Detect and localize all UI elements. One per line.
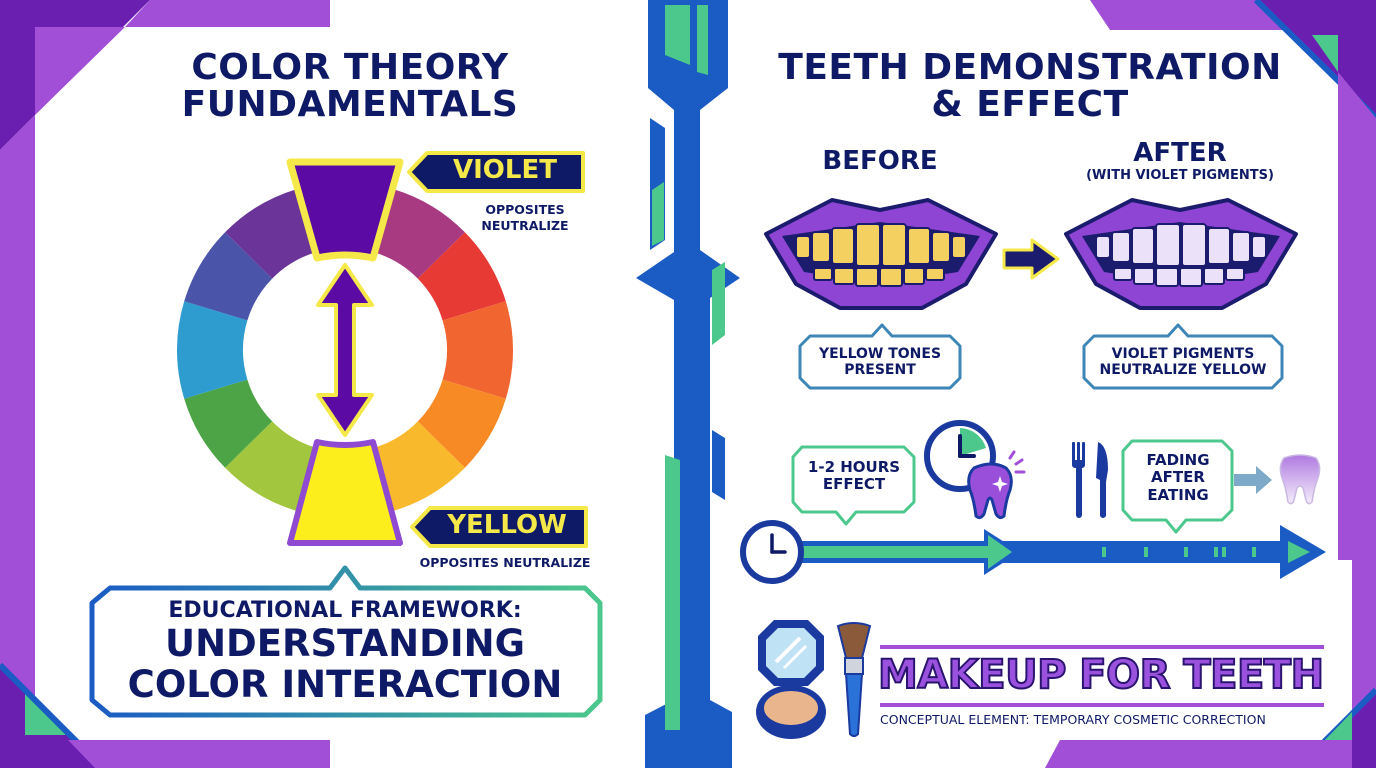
after-bubble-shape	[1082, 323, 1284, 390]
wheel-segment-yellow-orange	[374, 421, 465, 511]
wheel-segment-red-violet	[374, 189, 465, 279]
color-wheel	[176, 158, 514, 546]
center-divider	[636, 0, 740, 768]
makeup-title-line-bottom	[880, 703, 1324, 707]
before-bubble: YELLOW TONES PRESENT	[818, 346, 942, 379]
fork-knife-icon	[1072, 442, 1108, 518]
fading-bubble-shape	[1121, 439, 1234, 534]
before-label: BEFORE	[822, 146, 938, 176]
makeup-subtitle: CONCEPTUAL ELEMENT: TEMPORARY COSMETIC C…	[880, 712, 1266, 727]
violet-note: OPPOSITES NEUTRALIZE	[481, 202, 569, 233]
mouth-before-yellow-teeth	[764, 198, 998, 310]
fading-bubble: FADING AFTER EATING	[1146, 451, 1210, 504]
before-bubble-shape	[798, 323, 962, 390]
makeup-title: MAKEUP FOR TEETH	[877, 651, 1325, 699]
framework-box	[89, 565, 603, 718]
makeup-title-line-top	[880, 645, 1324, 649]
compact-mirror-icon	[756, 620, 826, 739]
wheel-segment-red-orange	[442, 301, 514, 399]
color-theory-title: COLOR THEORY FUNDAMENTALS	[181, 47, 519, 125]
yellow-tag: YELLOW	[447, 510, 567, 540]
wheel-segment-blue-violet	[225, 189, 316, 279]
mouth-after-white-teeth	[1064, 198, 1298, 310]
teeth-demo-title: TEETH DEMONSTRATION & EFFECT	[778, 47, 1282, 125]
transform-arrow-icon	[1002, 238, 1060, 280]
faded-tooth-icon	[1279, 454, 1321, 505]
makeup-brush-icon	[836, 622, 872, 737]
framework-text: EDUCATIONAL FRAMEWORK: UNDERSTANDING COL…	[127, 598, 563, 707]
wheel-segment-violet	[286, 158, 404, 262]
after-label: AFTER	[1133, 138, 1227, 168]
yellow-tag-shape	[410, 506, 588, 548]
wheel-segment-yellow-green	[225, 421, 316, 511]
after-bubble: VIOLET PIGMENTS NEUTRALIZE YELLOW	[1099, 346, 1267, 379]
fade-arrow-icon	[1234, 466, 1272, 494]
yellow-note: OPPOSITES NEUTRALIZE	[419, 555, 591, 570]
wheel-segment-green	[184, 379, 273, 468]
duration-bubble: 1-2 HOURS EFFECT	[807, 458, 901, 494]
clock-tooth-icon	[924, 420, 1026, 520]
timeline-arrow	[740, 520, 1326, 584]
violet-tag: VIOLET	[453, 155, 557, 185]
wheel-segment-orange	[417, 379, 506, 468]
wheel-segment-red	[417, 232, 506, 321]
duration-bubble-shape	[791, 445, 916, 526]
violet-tag-shape	[407, 151, 585, 193]
double-arrow-icon	[316, 263, 374, 437]
wheel-segment-blue-green	[176, 301, 248, 399]
after-sublabel: (WITH VIOLET PIGMENTS)	[1086, 168, 1274, 183]
wheel-segment-blue	[184, 232, 273, 321]
wheel-segment-yellow	[287, 439, 403, 546]
